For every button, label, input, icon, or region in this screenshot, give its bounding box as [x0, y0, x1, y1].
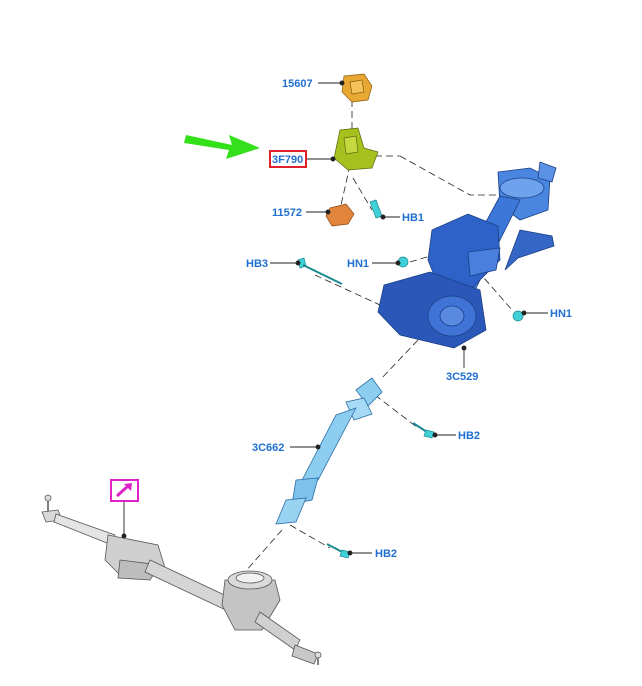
- intermediate-shaft[interactable]: [275, 377, 383, 525]
- steering-rack[interactable]: [41, 494, 322, 665]
- callout-hn1-lower[interactable]: HN1: [550, 308, 572, 320]
- callout-hn1-upper[interactable]: HN1: [347, 258, 369, 270]
- nut-hn1-lower[interactable]: [512, 310, 524, 322]
- callout-3f790[interactable]: 3F790: [272, 154, 303, 166]
- leader-lines: [121, 80, 548, 556]
- centre-lines: [244, 100, 513, 573]
- steering-column[interactable]: [377, 161, 557, 349]
- green-arrow-icon: [184, 135, 260, 159]
- lock-housing-15607[interactable]: [341, 73, 373, 103]
- bolt-hb2-lower[interactable]: [326, 543, 351, 559]
- callout-hb2-lower[interactable]: HB2: [375, 548, 397, 560]
- callout-hb1[interactable]: HB1: [402, 212, 424, 224]
- bolt-hb3[interactable]: [297, 257, 343, 285]
- callout-11572[interactable]: 11572: [272, 207, 302, 219]
- lock-cylinder-3f790[interactable]: [333, 127, 379, 171]
- lock-component-11572[interactable]: [325, 203, 355, 227]
- callout-hb2-upper[interactable]: HB2: [458, 430, 480, 442]
- external-link-icon[interactable]: [110, 479, 139, 502]
- highlight-box-3f790: [269, 150, 307, 168]
- callout-hb3[interactable]: HB3: [246, 258, 268, 270]
- callout-15607[interactable]: 15607: [282, 78, 313, 90]
- callout-3c529[interactable]: 3C529: [446, 371, 478, 383]
- bolt-hb2-upper[interactable]: [412, 422, 435, 439]
- callout-3c662[interactable]: 3C662: [252, 442, 284, 454]
